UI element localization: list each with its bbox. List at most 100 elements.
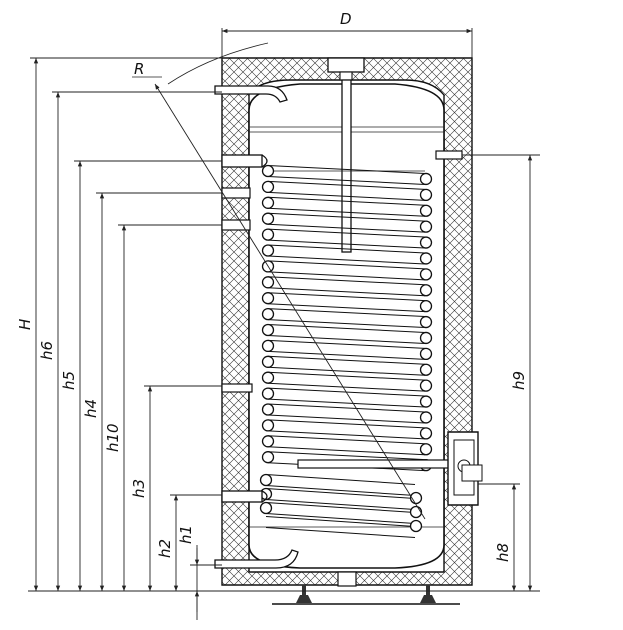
label-H: H	[16, 319, 34, 330]
label-h6: h6	[38, 341, 56, 360]
coil-turn-line	[267, 292, 426, 302]
coil-tube-section	[419, 284, 433, 297]
coil-turn-line	[267, 165, 426, 174]
coil-turn-line	[267, 398, 426, 408]
coil-tube-section	[261, 292, 275, 305]
dimension-lines-right	[340, 154, 540, 592]
coil-turn-line	[267, 260, 426, 270]
coil-tube-section	[261, 323, 275, 337]
coil-turn-line	[267, 435, 426, 445]
label-D: D	[340, 10, 352, 28]
coil-tube-section	[419, 204, 433, 217]
coil-turn-line	[265, 527, 416, 538]
coil-turn-line	[267, 212, 426, 222]
dimension-labels: D R H h6 h5 h4 h10 h3 h2 h1 h9 h8	[16, 10, 528, 562]
coil-tube-section	[261, 228, 275, 241]
label-R: R	[134, 60, 144, 78]
coil-tube-section	[261, 196, 275, 209]
label-h5: h5	[60, 371, 78, 390]
coil-turn-line	[267, 191, 426, 201]
coil-tube-section	[419, 268, 433, 281]
coil-tube-section	[419, 188, 433, 202]
coil-turn-line	[267, 180, 426, 190]
coil-tube-section	[419, 299, 433, 313]
coil-tube-section	[261, 212, 275, 225]
coil-tube-section	[261, 276, 275, 289]
coil-tube-section	[419, 379, 433, 392]
coil-tube-section	[259, 501, 273, 515]
coil-turn-line	[267, 419, 426, 429]
bottom-drain-and-feet	[272, 571, 460, 605]
coil-turn-line	[267, 176, 426, 185]
coil-tube-section	[261, 371, 275, 384]
hot-water-outlet	[214, 85, 288, 103]
coil-turn-line	[267, 255, 426, 265]
label-h10: h10	[104, 423, 122, 452]
label-h3: h3	[130, 479, 148, 498]
radius-indicator	[132, 42, 426, 520]
label-h2: h2	[156, 539, 174, 558]
coil-lower	[259, 473, 423, 538]
coil-turn-line	[267, 324, 426, 333]
coil-turn-line	[267, 308, 426, 318]
coil-turn-line	[267, 355, 426, 365]
coil-turn-line	[265, 485, 416, 496]
coil-turn-line	[267, 303, 426, 313]
coil-tube-section	[419, 395, 433, 408]
coil-turn-line	[267, 335, 426, 344]
dimension-D	[221, 28, 473, 58]
coil-tube-section	[261, 244, 275, 257]
coil-turn-line	[267, 207, 426, 217]
coil-main	[261, 164, 433, 472]
coil-tube-section	[261, 451, 275, 464]
coil-turn-line	[267, 350, 426, 360]
coil-turn-line	[265, 474, 416, 485]
coil-turn-line	[267, 403, 426, 413]
coil-turn-line	[267, 228, 426, 238]
coil-tube-section	[419, 347, 433, 361]
coil-turn-line	[267, 239, 426, 249]
coil-turn-line	[267, 430, 426, 440]
coil-turn-line	[265, 499, 416, 510]
coil-turn-line	[267, 223, 426, 233]
coil-tube-section	[259, 473, 273, 487]
coil-tube-section	[409, 505, 423, 519]
insulation-jacket	[221, 57, 473, 586]
coil-turn-line	[267, 414, 426, 424]
coil-turn-line	[267, 371, 426, 381]
coil-turn-line	[267, 382, 426, 392]
coil-turn-line	[267, 244, 426, 254]
coil-turn-line	[265, 516, 416, 527]
coil-turn-line	[265, 513, 416, 524]
coil-turn-line	[267, 446, 426, 456]
coil-turn-line	[265, 502, 416, 513]
coil-tube-section	[419, 443, 433, 456]
label-h4: h4	[82, 399, 100, 418]
coil-tube-section	[419, 236, 433, 249]
coil-turn-line	[267, 451, 426, 461]
coil-turn-line	[267, 366, 426, 376]
coil-tube-section	[261, 355, 275, 368]
cold-water-inlet	[214, 549, 299, 569]
coil-tube-section	[409, 519, 423, 533]
coil-tube-section	[261, 387, 275, 400]
coil-tube-section	[261, 307, 275, 321]
coil-tube-section	[261, 164, 275, 178]
lower-coil-connections	[221, 383, 268, 503]
coil-tube-section	[419, 411, 433, 424]
electric-heater-flange	[297, 431, 483, 506]
anode-rod	[341, 79, 352, 253]
coil-turn-line	[267, 339, 426, 349]
label-h9: h9	[510, 371, 528, 390]
label-h1: h1	[177, 525, 195, 544]
coil-tube-section	[419, 331, 433, 345]
coil-turn-line	[267, 319, 426, 329]
label-h8: h8	[494, 543, 512, 562]
coil-turn-line	[267, 271, 426, 281]
coil-tube-section	[261, 339, 275, 353]
coil-turn-line	[267, 276, 426, 286]
dimension-lines-left	[28, 57, 340, 620]
coil-tube-section	[261, 419, 275, 432]
coil-tube-section	[261, 180, 275, 194]
